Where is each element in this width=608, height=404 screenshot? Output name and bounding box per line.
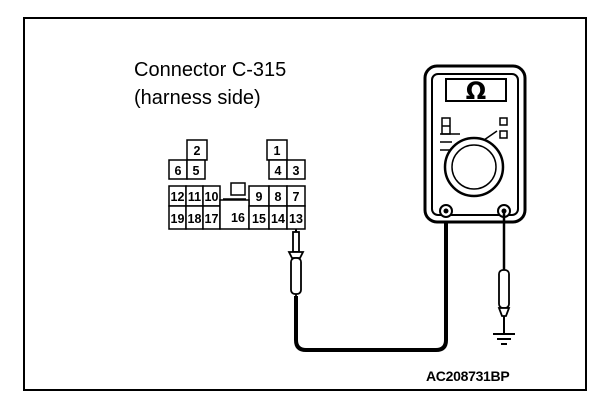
pin-6: 6 [175,164,182,178]
pin-19: 19 [171,212,185,226]
pin-4: 4 [275,164,282,178]
pin-11: 11 [188,190,201,204]
figure-frame [23,17,587,391]
figure-code: AC208731BP [426,368,509,384]
ground-symbol-icon [493,333,515,345]
pin-5: 5 [193,164,200,178]
connector-label-line2: (harness side) [134,87,261,109]
pin-8: 8 [275,190,282,204]
pin-15: 15 [252,212,266,226]
pin-1: 1 [274,144,281,158]
pin-10: 10 [205,190,219,204]
pin-7: 7 [293,190,300,204]
connector-c315 [168,139,306,230]
test-lead-wire [294,212,448,352]
pin-17: 17 [205,212,219,226]
pin-14: 14 [271,212,285,226]
pin-18: 18 [188,212,202,226]
test-probe-icon [287,229,305,300]
multimeter-display-symbol: Ω [466,77,486,105]
pin-2: 2 [194,144,201,158]
ground-probe [497,269,511,333]
pin-9: 9 [256,190,263,204]
pin-13: 13 [289,212,303,226]
pin-16: 16 [231,211,245,225]
connector-label-line1: Connector C-315 [134,59,286,81]
multimeter-icon: Ω [423,64,527,224]
connector-pin-labels: 2 1 6 5 4 3 12 11 10 9 8 7 19 18 17 16 1… [171,144,303,226]
pin-12: 12 [171,190,185,204]
pin-3: 3 [293,164,300,178]
